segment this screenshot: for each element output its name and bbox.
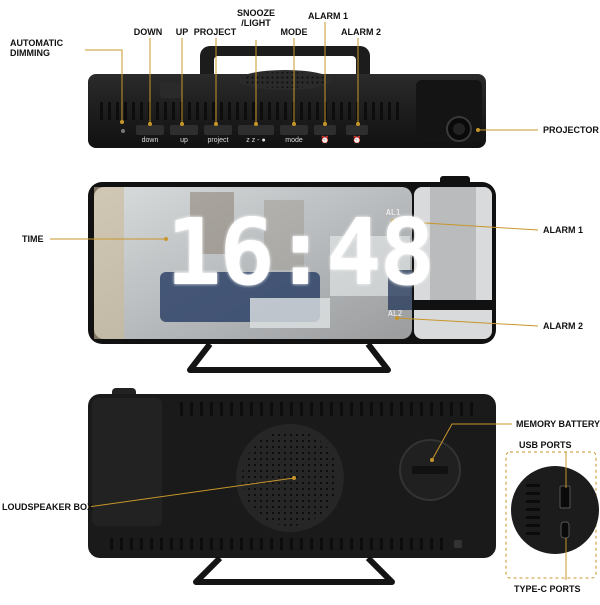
callout-loudspeaker-box: LOUDSPEAKER BOX <box>2 502 94 512</box>
callout-memory-battery: MEMORY BATTERY <box>516 419 600 429</box>
up-button[interactable] <box>170 125 198 135</box>
ports-inset <box>505 451 599 579</box>
down-button[interactable] <box>136 125 164 135</box>
alarm1-indicator: AL1 <box>386 208 401 217</box>
alarm1-button[interactable] <box>314 125 336 135</box>
callout-usb-ports: USB PORTS <box>519 440 572 450</box>
top-callout-lines <box>85 22 538 131</box>
callout-project: PROJECT <box>193 27 237 37</box>
snooze-button-label: z z - ● <box>246 137 266 144</box>
callout-up: UP <box>175 27 189 37</box>
back-callout-lines <box>87 423 567 580</box>
callout-snooze-light: SNOOZE /LIGHT <box>236 8 276 28</box>
alarm2-button[interactable] <box>346 125 368 135</box>
callout-projector: PROJECTOR <box>543 125 599 135</box>
back-view-device <box>88 388 496 585</box>
front-callout-lines <box>50 220 539 327</box>
callout-alarm1-top: ALARM 1 <box>308 11 348 21</box>
mode-button[interactable] <box>280 125 308 135</box>
snooze-light-button[interactable] <box>238 125 274 135</box>
callout-automatic-dimming: AUTOMATIC DIMMING <box>10 38 64 58</box>
down-button-label: down <box>141 137 159 144</box>
top-buttons <box>136 125 368 135</box>
callout-down: DOWN <box>133 27 163 37</box>
light-sensor <box>121 129 125 133</box>
alarm2-button-icon: ⏰ <box>352 137 362 144</box>
alarm1-button-icon: ⏰ <box>320 137 330 144</box>
type-c-port[interactable] <box>560 521 570 539</box>
project-button[interactable] <box>204 125 232 135</box>
time-display: 16:48 <box>166 199 435 306</box>
top-view-device <box>88 46 486 148</box>
up-button-label: up <box>180 137 188 144</box>
callout-type-c-ports: TYPE-C PORTS <box>514 584 581 594</box>
mode-button-label: mode <box>285 137 303 144</box>
callout-mode: MODE <box>280 27 308 37</box>
callout-alarm1-front: ALARM 1 <box>543 225 583 235</box>
project-button-label: project <box>207 137 229 144</box>
callout-alarm2-front: ALARM 2 <box>543 321 583 331</box>
callout-time: TIME <box>22 234 44 244</box>
callout-alarm2-top: ALARM 2 <box>341 27 381 37</box>
usb-port[interactable] <box>559 485 571 509</box>
alarm2-indicator: AL2 <box>388 309 403 318</box>
